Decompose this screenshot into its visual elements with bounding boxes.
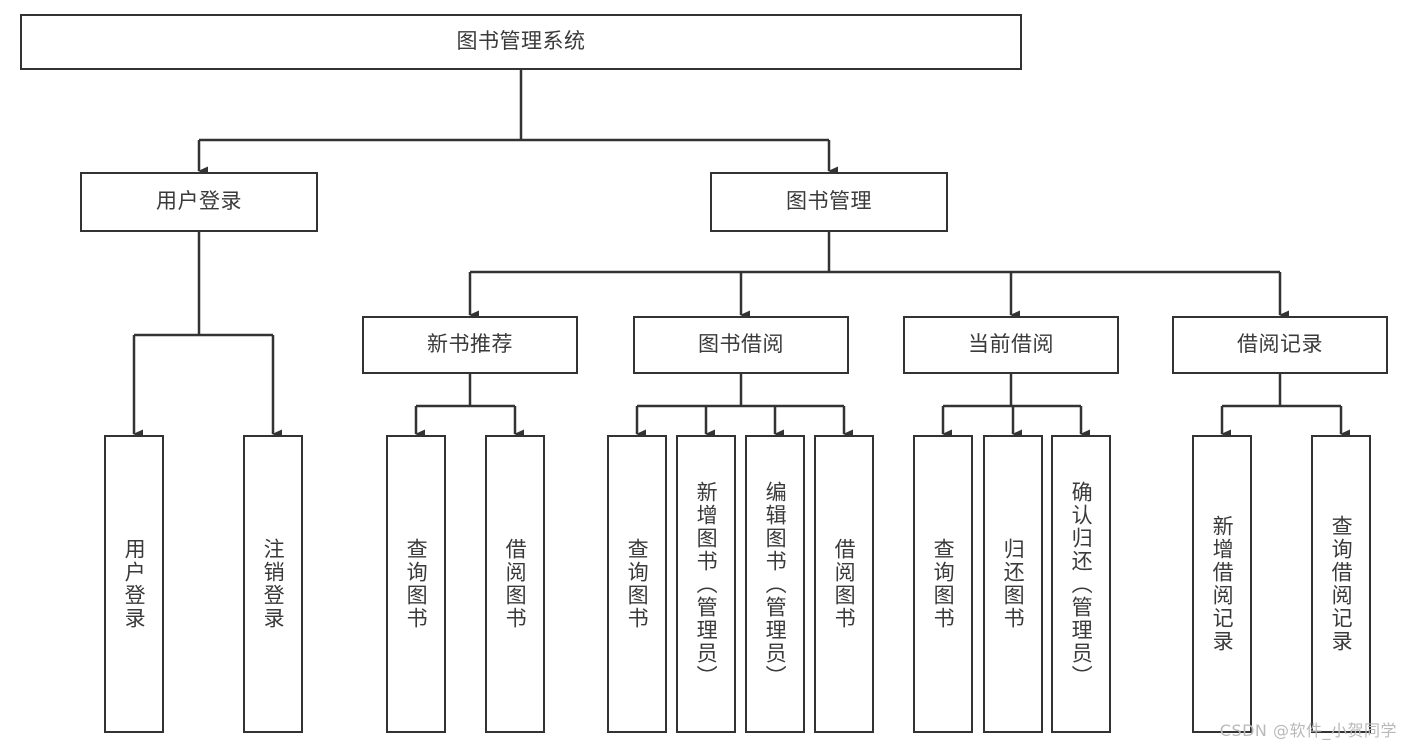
node-book-management[interactable]: 图书管理 xyxy=(710,172,948,232)
node-user-login[interactable]: 用户登录 xyxy=(80,172,318,232)
leaf-logout[interactable]: 注销登录 xyxy=(243,435,303,733)
node-label: 新书推荐 xyxy=(427,332,513,357)
node-label: 查询图书 xyxy=(404,538,429,630)
leaf-borrow-book[interactable]: 借阅图书 xyxy=(814,435,874,733)
node-label: 用户登录 xyxy=(156,189,242,214)
node-borrow-records[interactable]: 借阅记录 xyxy=(1172,316,1388,374)
node-label: 图书管理 xyxy=(786,189,872,214)
leaf-user-login[interactable]: 用户登录 xyxy=(104,435,164,733)
node-label: 借阅图书 xyxy=(832,538,857,630)
leaf-edit-book-admin[interactable]: 编辑图书（管理员） xyxy=(745,435,805,733)
leaf-add-borrow-record[interactable]: 新增借阅记录 xyxy=(1192,435,1252,733)
node-label: 确认归还（管理员） xyxy=(1069,480,1094,688)
node-root[interactable]: 图书管理系统 xyxy=(20,14,1022,70)
node-label: 查询借阅记录 xyxy=(1329,515,1354,653)
leaf-query-book[interactable]: 查询图书 xyxy=(607,435,667,733)
leaf-return-book[interactable]: 归还图书 xyxy=(983,435,1043,733)
node-label: 图书借阅 xyxy=(698,332,784,357)
leaf-add-book-admin[interactable]: 新增图书（管理员） xyxy=(676,435,736,733)
node-label: 查询图书 xyxy=(625,538,650,630)
leaf-query-borrow-record[interactable]: 查询借阅记录 xyxy=(1311,435,1371,733)
leaf-borrow-book-recommend[interactable]: 借阅图书 xyxy=(485,435,545,733)
node-label: 新增借阅记录 xyxy=(1210,515,1235,653)
node-label: 当前借阅 xyxy=(968,332,1054,357)
node-label: 新增图书（管理员） xyxy=(694,480,719,688)
node-label: 借阅记录 xyxy=(1237,332,1323,357)
node-label: 编辑图书（管理员） xyxy=(763,480,788,688)
node-label: 图书管理系统 xyxy=(456,29,586,54)
leaf-confirm-return-admin[interactable]: 确认归还（管理员） xyxy=(1051,435,1111,733)
node-current-borrow[interactable]: 当前借阅 xyxy=(903,316,1119,374)
node-book-borrow[interactable]: 图书借阅 xyxy=(633,316,849,374)
watermark: CSDN @软件_小贺同学 xyxy=(1219,721,1397,740)
node-label: 归还图书 xyxy=(1001,538,1026,630)
node-label: 用户登录 xyxy=(122,538,147,630)
node-label: 查询图书 xyxy=(931,538,956,630)
node-label: 借阅图书 xyxy=(503,538,528,630)
node-label: 注销登录 xyxy=(261,538,286,630)
leaf-query-book-current[interactable]: 查询图书 xyxy=(913,435,973,733)
leaf-query-book-recommend[interactable]: 查询图书 xyxy=(386,435,446,733)
node-new-book-recommend[interactable]: 新书推荐 xyxy=(362,316,578,374)
